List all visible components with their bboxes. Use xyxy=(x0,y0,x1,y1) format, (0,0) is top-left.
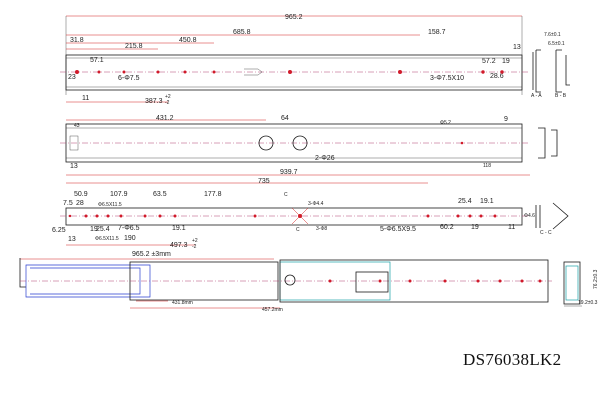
view-1-outer-rail: 965.2 685.8 158.7 450.8 31.8 215.8 57.1 … xyxy=(60,14,528,106)
dim-107: 107.9 xyxy=(110,191,128,198)
dim-43: 43 xyxy=(74,123,80,129)
tol-plus-2: +2 xyxy=(192,238,198,244)
holes-44-label: 3-Φ4.4 xyxy=(308,201,324,207)
tol-minus-1: -2 xyxy=(165,100,170,106)
holes-65b-label: 7-Φ6.5 xyxy=(118,225,140,232)
dim-13-v3: 13 xyxy=(68,236,76,243)
mark-c-top: C xyxy=(284,192,288,198)
dim-450: 450.8 xyxy=(179,37,197,44)
dim-190: 190 xyxy=(124,235,136,242)
section-b-label: B - B xyxy=(555,93,567,99)
section-a-b: 7.6±0.1 6.5±0.1 A - A B - B xyxy=(531,32,570,99)
dim-thickness: 19.2±0.3 xyxy=(578,300,598,306)
dim-177: 177.8 xyxy=(204,191,222,198)
dim-431: 431.2 xyxy=(156,115,174,122)
model-number: DS76038LK2 xyxy=(463,350,561,369)
dim-28: 28.6 xyxy=(490,73,504,80)
dim-431-8: 431.8mm xyxy=(172,300,193,306)
tol-plus-1: +2 xyxy=(165,94,171,100)
dim-60: 60.2 xyxy=(440,224,454,231)
dim-6-25: 6.25 xyxy=(52,227,66,234)
dim-13: 13 xyxy=(513,44,521,51)
holes-right-label: 3-Φ7.5X10 xyxy=(430,75,464,82)
dim-118: 118 xyxy=(483,163,491,169)
dim-387: 387.3 xyxy=(145,98,163,105)
sec-width-2: 6.5±0.1 xyxy=(548,41,565,47)
dim-13-v2: 13 xyxy=(70,163,78,170)
sec-width-1: 7.6±0.1 xyxy=(544,32,561,38)
dim-19-left: 19 xyxy=(90,226,98,233)
dim-19-right: 19.1 xyxy=(480,198,494,205)
dim-939: 939.7 xyxy=(280,169,298,176)
dim-19-1: 19.1 xyxy=(172,225,186,232)
section-c-label: C - C xyxy=(540,230,552,236)
mark-c-bottom: C xyxy=(296,227,300,233)
holes-left-label: 6-Φ7.5 xyxy=(118,75,140,82)
dim-phi-52: Φ5.2 xyxy=(440,120,451,126)
dim-23: 23 xyxy=(68,74,76,81)
dim-685: 685.8 xyxy=(233,29,251,36)
view-3-inner-rail: 939.7 735 50.9 107.9 63.5 177.8 28 7.5 2… xyxy=(52,169,569,250)
dim-57-left: 57.1 xyxy=(90,57,104,64)
dim-19b: 19 xyxy=(471,224,479,231)
dim-19: 19 xyxy=(502,58,510,65)
dim-9: 9 xyxy=(504,116,508,123)
holes-65-label: Φ6.5X11.5 xyxy=(98,202,122,208)
dim-57-right: 57.2 xyxy=(482,58,496,65)
dim-457-2: 457.2mm xyxy=(262,307,283,313)
dim-overall-length: 965.2 xyxy=(285,14,303,21)
dim-11: 11 xyxy=(82,95,89,102)
view-2-middle-rail: 431.2 64 9 43 Φ5.2 2-Φ26 13 118 xyxy=(60,115,558,170)
dim-50: 50.9 xyxy=(74,191,88,198)
dim-735: 735 xyxy=(258,178,270,185)
tol-minus-2: -2 xyxy=(192,244,197,250)
dim-497: 497.3 xyxy=(170,242,188,249)
dim-64: 64 xyxy=(281,115,289,122)
holes-8-label: 3-Φ8 xyxy=(316,226,327,232)
dim-phi-46: Φ4.6 xyxy=(524,213,535,219)
dim-215: 215.8 xyxy=(125,43,143,50)
dim-25-right: 25.4 xyxy=(458,198,472,205)
dim-25-left: 25.4 xyxy=(96,226,110,233)
note-left: Φ6.5X11.5 xyxy=(95,236,119,242)
dim-7-5: 7.5 xyxy=(63,200,73,207)
dim-extension: 965.2 ±3mm xyxy=(132,251,171,258)
holes-26-label: 2-Φ26 xyxy=(315,155,335,162)
dim-63: 63.5 xyxy=(153,191,167,198)
dim-11-v3: 11 xyxy=(508,224,515,231)
dim-28-v3: 28 xyxy=(76,200,84,207)
dim-height: 76.2±0.3 xyxy=(593,269,599,289)
dim-158: 158.7 xyxy=(428,29,446,36)
section-a-label: A - A xyxy=(531,93,542,99)
dim-31: 31.8 xyxy=(70,37,84,44)
holes-right-label-v3: 5-Φ6.5X9.5 xyxy=(380,226,416,233)
view-4-assembly: 965.2 ±3mm 431.8mm 457.2mm 76.2±0.3 19.2… xyxy=(19,251,599,313)
